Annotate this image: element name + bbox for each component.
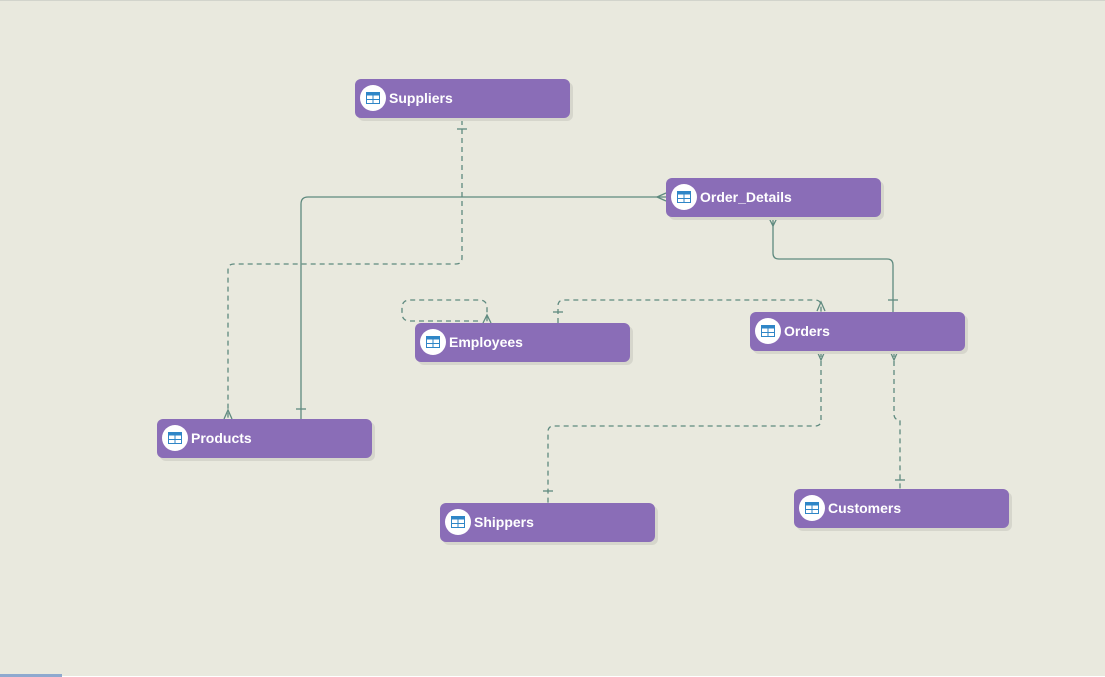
- connector-orders-shippers: [547, 352, 822, 503]
- connector-employees-self: [401, 299, 488, 324]
- entity-orders[interactable]: Orders: [750, 312, 965, 351]
- table-icon: [445, 509, 471, 535]
- entity-shippers[interactable]: Shippers: [440, 503, 655, 542]
- table-icon: [420, 329, 446, 355]
- table-icon: [360, 85, 386, 111]
- entity-order-details[interactable]: Order_Details: [666, 178, 881, 217]
- cardinality-many-orderdetails: [655, 192, 667, 202]
- cardinality-many-products: [223, 408, 233, 420]
- entity-employees[interactable]: Employees: [415, 323, 630, 362]
- entity-label: Products: [191, 430, 252, 446]
- cardinality-many-orders-bottom-right: [889, 350, 899, 362]
- entity-label: Shippers: [474, 514, 534, 530]
- entity-label: Customers: [828, 500, 902, 516]
- entity-customers[interactable]: Customers: [794, 489, 1009, 528]
- entity-label: Employees: [449, 334, 523, 350]
- connector-orderdetails-orders: [772, 218, 894, 312]
- entity-label: Suppliers: [389, 90, 453, 106]
- connector-suppliers-products: [227, 120, 463, 419]
- cardinality-many-employees-self: [482, 313, 492, 324]
- table-icon: [799, 495, 825, 521]
- entity-label: Orders: [784, 323, 830, 339]
- entity-suppliers[interactable]: Suppliers: [355, 79, 570, 118]
- cardinality-many-orders-bottom-left: [816, 350, 826, 362]
- entity-products[interactable]: Products: [157, 419, 372, 458]
- table-icon: [755, 318, 781, 344]
- table-icon: [671, 184, 697, 210]
- cardinality-many-orders-top: [816, 300, 826, 312]
- connector-employees-orders: [557, 299, 822, 323]
- entity-label: Order_Details: [700, 189, 792, 205]
- connector-orders-customers: [893, 352, 901, 489]
- connector-orderdetails-products: [300, 196, 666, 419]
- table-icon: [162, 425, 188, 451]
- cardinality-many-orderdetails-bottom: [768, 217, 778, 228]
